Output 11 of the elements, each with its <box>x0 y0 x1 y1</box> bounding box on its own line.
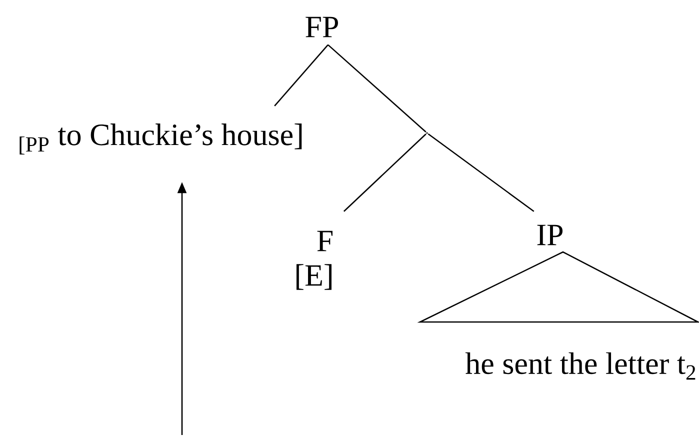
tree-branch <box>328 44 426 133</box>
tree-branch <box>274 44 328 106</box>
terminal-string: he sent the letter t$_{2}$ <box>417 251 699 380</box>
feature-label: [E] <box>296 264 332 290</box>
tree-branch <box>428 133 534 212</box>
node-label: he sent the letter t$_{2}$ <box>465 352 696 380</box>
node-label: IP <box>537 224 563 246</box>
phrase-label: $_{[PP}$ to Chuckie’s house] <box>20 124 302 154</box>
tree-branch <box>343 134 426 212</box>
node-label: FP <box>306 16 338 38</box>
node-label: F <box>317 230 332 252</box>
